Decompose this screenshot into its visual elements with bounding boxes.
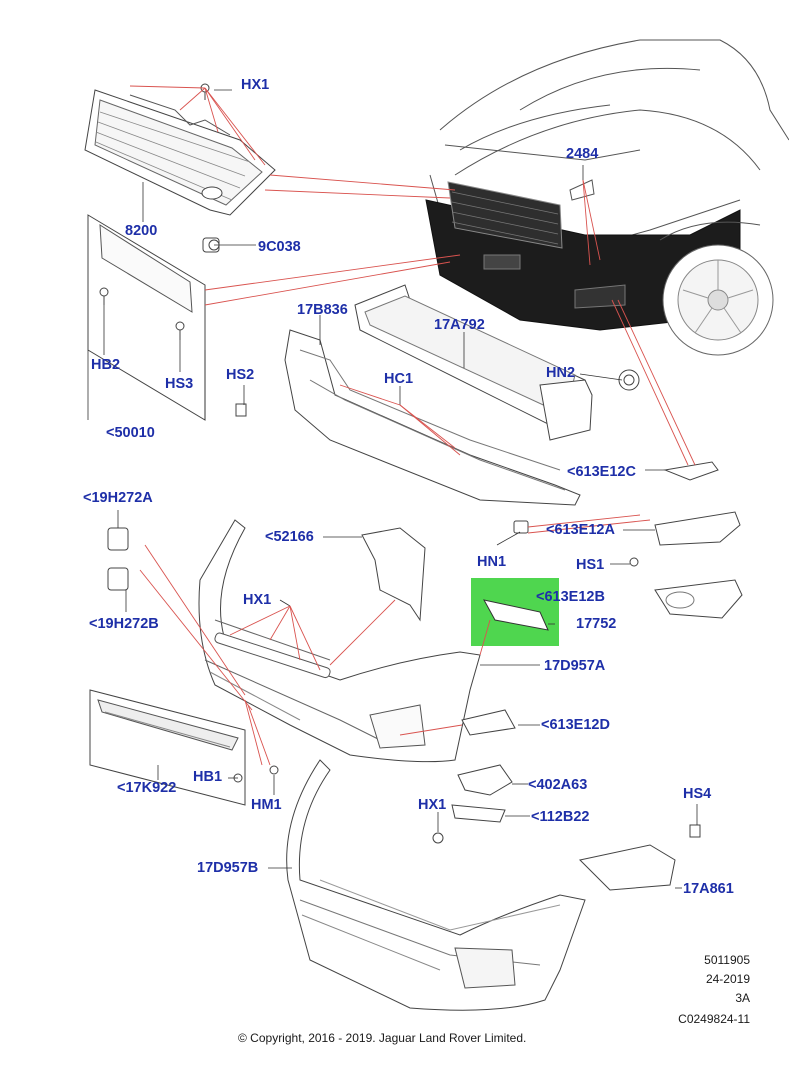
clip-hm1-icon xyxy=(269,765,279,775)
callout-19h272b[interactable]: <19H272B xyxy=(89,616,159,632)
callout-17a861[interactable]: 17A861 xyxy=(683,881,734,897)
beam-17a792-illustration xyxy=(354,284,593,441)
bumper-17d957b-illustration xyxy=(286,759,586,1011)
callout-17d957b[interactable]: 17D957B xyxy=(197,860,259,876)
callout-402a63[interactable]: <402A63 xyxy=(528,777,588,793)
callout-19h272a[interactable]: <19H272A xyxy=(83,490,153,506)
callout-hs1[interactable]: HS1 xyxy=(576,557,605,573)
bracket-52166-illustration xyxy=(361,527,426,622)
bezel-613e12b-illustration xyxy=(654,579,743,619)
callout-17k922[interactable]: <17K922 xyxy=(117,780,177,796)
callout-17a792[interactable]: 17A792 xyxy=(434,317,485,333)
callout-hb2[interactable]: HB2 xyxy=(91,357,121,373)
callout-9c038[interactable]: 9C038 xyxy=(258,239,301,255)
screw-hs2-icon xyxy=(235,403,247,417)
callout-hx1-top[interactable]: HX1 xyxy=(241,77,270,93)
callout-hx1-mid[interactable]: HX1 xyxy=(243,592,272,608)
bracket-402a63-illustration xyxy=(457,764,513,796)
diagram-id: 5011905 xyxy=(704,953,750,967)
callout-8200[interactable]: 8200 xyxy=(125,223,158,239)
clip-19h272a-illustration xyxy=(107,527,129,551)
diagram-date: 24-2019 xyxy=(705,972,750,986)
callout-613e12d[interactable]: <613E12D xyxy=(541,717,610,733)
callout-hs2[interactable]: HS2 xyxy=(226,367,255,383)
diagram-code: C0249824-11 xyxy=(678,1012,750,1026)
callout-hc1[interactable]: HC1 xyxy=(384,371,414,387)
callout-hn1[interactable]: HN1 xyxy=(477,554,507,570)
callout-112b22[interactable]: <112B22 xyxy=(531,809,590,825)
cover-613e12c-illustration xyxy=(663,461,719,481)
screw-hx1-lower-icon xyxy=(432,832,444,844)
callout-hs3[interactable]: HS3 xyxy=(165,376,194,392)
plate-bracket-illustration xyxy=(87,214,206,421)
grille-17k922-illustration xyxy=(89,689,246,806)
clip-19h272b-illustration xyxy=(107,567,129,591)
callout-17752[interactable]: 17752 xyxy=(576,616,617,632)
callout-613e12a[interactable]: <613E12A xyxy=(546,522,615,538)
callout-hx1-low[interactable]: HX1 xyxy=(418,797,447,813)
cover-613e12d-illustration xyxy=(461,709,516,736)
bracket-112b22-illustration xyxy=(451,804,506,823)
cover-613e12a-illustration xyxy=(654,511,741,546)
callout-17d957a[interactable]: 17D957A xyxy=(544,658,606,674)
bracket-17a861-illustration xyxy=(578,844,676,891)
callout-2484[interactable]: 2484 xyxy=(566,146,599,162)
callout-hm1[interactable]: HM1 xyxy=(251,797,282,813)
copyright-notice: © Copyright, 2016 - 2019. Jaguar Land Ro… xyxy=(238,1031,527,1045)
bumper-17d957a-illustration xyxy=(198,519,481,763)
screw-hs4-icon xyxy=(689,824,701,838)
screw-hs1-icon xyxy=(629,557,639,567)
diagram-rev: 3A xyxy=(735,991,750,1005)
callout-hs4[interactable]: HS4 xyxy=(683,786,712,802)
grille-8200-illustration xyxy=(84,89,276,216)
callout-hb1[interactable]: HB1 xyxy=(193,769,223,785)
nut-hn1-icon xyxy=(513,520,529,534)
bumper-support-illustration xyxy=(284,329,581,506)
callout-50010[interactable]: <50010 xyxy=(106,425,155,441)
callout-613e12b[interactable]: <613E12B xyxy=(536,589,605,605)
callout-hn2[interactable]: HN2 xyxy=(546,365,576,381)
callout-613e12c[interactable]: <613E12C xyxy=(567,464,636,480)
vehicle-front-illustration xyxy=(425,39,789,356)
callout-17b836[interactable]: 17B836 xyxy=(297,302,348,318)
callout-52166[interactable]: <52166 xyxy=(265,529,314,545)
bracket-17752-illustration xyxy=(483,599,549,631)
